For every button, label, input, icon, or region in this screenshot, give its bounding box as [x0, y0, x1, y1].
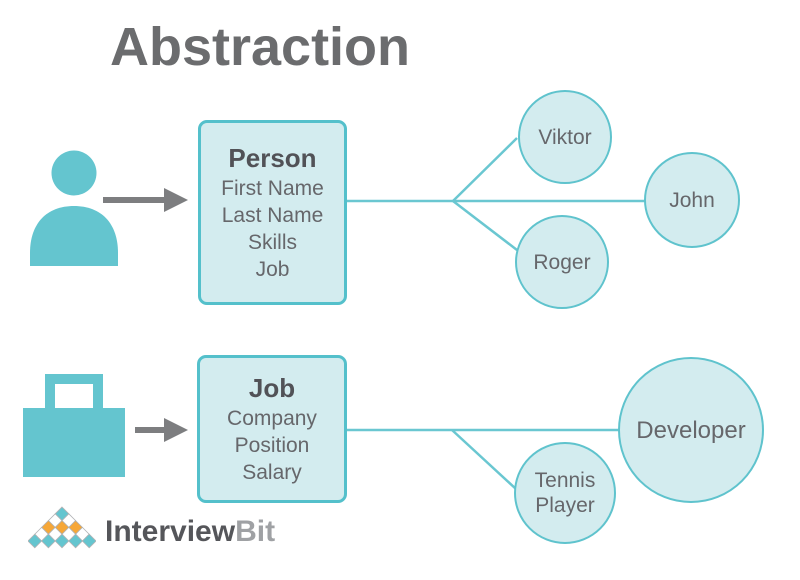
- job-field-salary: Salary: [242, 460, 302, 484]
- instance-circle-tennis-player: Tennis Player: [514, 442, 616, 544]
- briefcase-icon: [45, 374, 103, 414]
- logo-text-interview: Interview: [105, 515, 236, 548]
- interviewbit-logo: InterviewBit: [28, 506, 275, 554]
- instance-circle-roger: Roger: [515, 215, 609, 309]
- instance-circle-viktor: Viktor: [518, 90, 612, 184]
- person-field-first-name: First Name: [221, 176, 324, 200]
- page-title: Abstraction: [110, 17, 411, 77]
- person-box-title: Person: [228, 142, 317, 173]
- interviewbit-pyramid-icon: [28, 506, 96, 549]
- job-class-box: Job Company Position Salary: [197, 355, 347, 503]
- arrow-job-to-box-head: [164, 418, 188, 442]
- logo-text-bit: Bit: [235, 515, 276, 548]
- person-icon: [30, 150, 118, 266]
- interviewbit-logo-text: InterviewBit: [105, 515, 275, 549]
- job-field-position: Position: [234, 433, 310, 457]
- person-class-box: Person First Name Last Name Skills Job: [198, 120, 347, 305]
- person-field-job: Job: [255, 257, 290, 281]
- instance-circle-john: John: [644, 152, 740, 248]
- arrow-person-to-box-head: [164, 188, 188, 212]
- arrow-job-to-box: [135, 427, 167, 433]
- briefcase-icon-body: [23, 408, 125, 477]
- arrow-person-to-box: [103, 197, 166, 203]
- person-field-skills: Skills: [247, 230, 297, 254]
- person-field-last-name: Last Name: [221, 203, 324, 227]
- job-box-title: Job: [248, 372, 296, 403]
- instance-circle-developer: Developer: [618, 357, 764, 503]
- job-field-company: Company: [227, 406, 317, 430]
